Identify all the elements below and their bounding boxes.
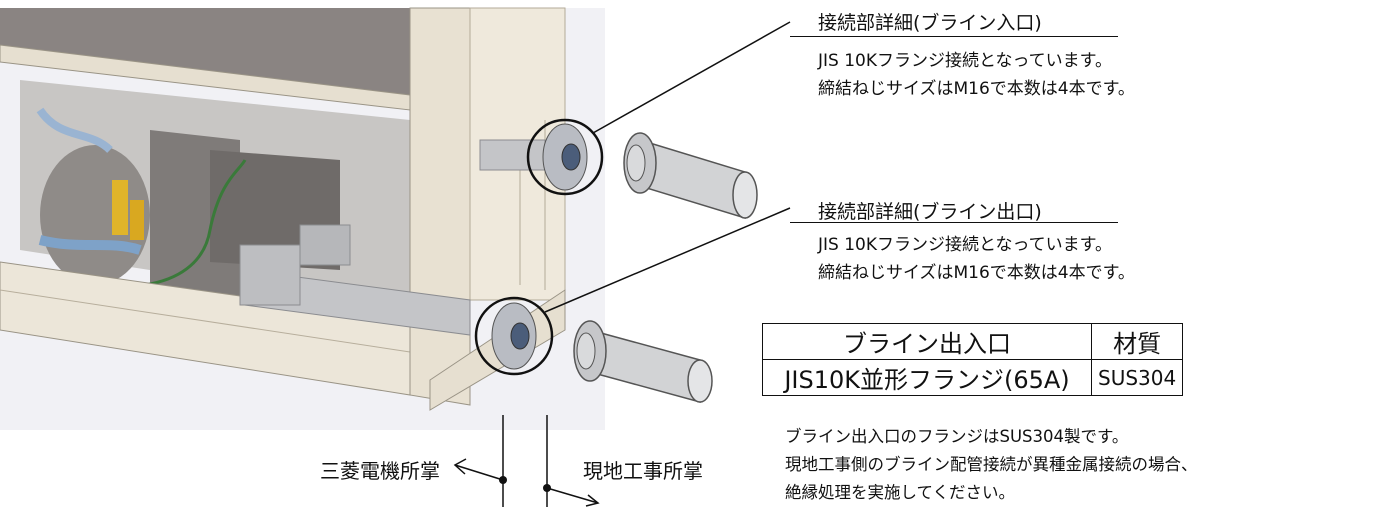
inlet-callout-title: 接続部詳細(ブライン入口) [818,12,1042,34]
note-line1: ブライン出入口のフランジはSUS304製です。 [785,427,1129,446]
outlet-leader-line [544,207,791,313]
spec-table: ブライン出入口 材質 JIS10K並形フランジ(65A) SUS304 [762,323,1184,396]
outlet-highlight-circle [474,296,554,376]
table-header-port: ブライン出入口 [762,323,1092,360]
outlet-callout-line2: 締結ねじサイズはM16で本数は4本です。 [818,263,1135,283]
inlet-title-underline [790,36,1118,37]
yellow-fitting [112,180,128,235]
inlet-leader-line [592,21,791,134]
right-frame-post [409,7,471,406]
field-outlet-pipe [573,320,713,403]
inlet-callout-line1: JIS 10Kフランジ接続となっています。 [818,51,1112,71]
top-housing-panel [0,8,410,95]
outlet-title-underline [790,222,1118,223]
note-line3: 絶縁処理を実施してください。 [785,483,1016,502]
inlet-callout-line2: 締結ねじサイズはM16で本数は4本です。 [818,79,1135,99]
outlet-callout-title: 接続部詳細(ブライン出口) [818,201,1042,223]
scope-label-field: 現地工事所掌 [583,459,703,483]
yellow-fitting [130,200,144,240]
outlet-callout-line1: JIS 10Kフランジ接続となっています。 [818,235,1112,255]
scope-label-mitsubishi: 三菱電機所掌 [320,459,440,483]
internal-inlet-pipe [479,139,546,171]
scope-arrow-left [454,464,504,481]
inlet-highlight-circle [526,118,604,196]
table-cell-material: SUS304 [1090,359,1184,396]
note-line2: 現地工事側のブライン配管接続が異種金属接続の場合、 [785,455,1198,474]
table-header-row: ブライン出入口 材質 [762,323,1184,360]
table-cell-flange: JIS10K並形フランジ(65A) [762,359,1092,396]
scope-arrow-right [546,487,599,504]
table-header-material: 材質 [1090,323,1184,360]
field-inlet-pipe [623,132,758,220]
table-row: JIS10K並形フランジ(65A) SUS304 [762,359,1184,396]
